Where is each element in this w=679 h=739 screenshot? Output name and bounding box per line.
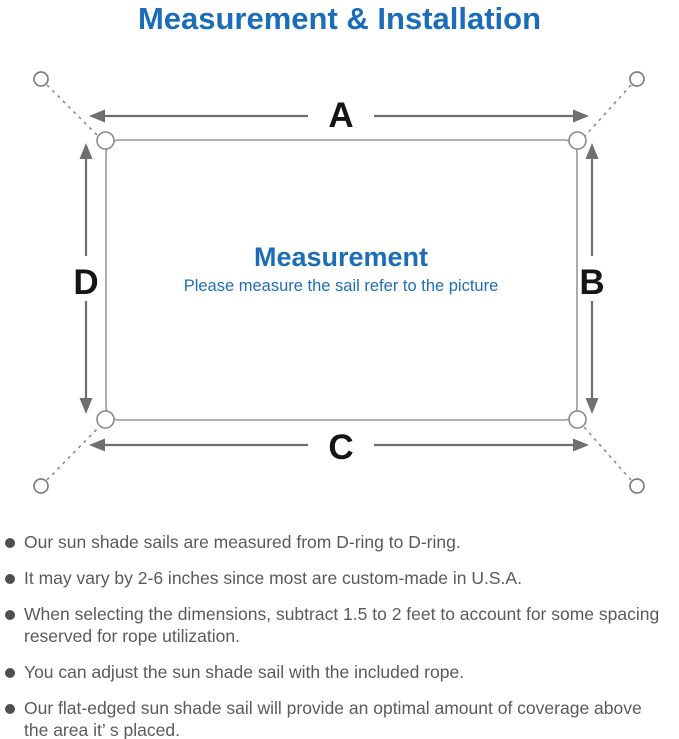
- d-ring-icon: [96, 410, 115, 429]
- d-ring-icon: [568, 410, 587, 429]
- d-ring-icon: [568, 131, 587, 150]
- diagram-center-title: Measurement: [254, 242, 428, 272]
- instruction-text: Our sun shade sails are measured from D-…: [24, 532, 461, 552]
- label-side-c: C: [328, 428, 353, 467]
- dimension-arrow-c: [89, 438, 589, 452]
- dimension-arrow-d: [79, 143, 93, 414]
- instruction-text: When selecting the dimensions, subtract …: [24, 604, 660, 646]
- page-title: Measurement & Installation: [137, 1, 542, 36]
- dimension-arrow-a: [89, 109, 589, 123]
- bullet-dot-icon: [5, 610, 15, 620]
- anchor-ring-icon: [33, 478, 49, 494]
- anchor-ring-icon: [629, 71, 645, 87]
- instruction-list: Our sun shade sails are measured from D-…: [5, 531, 669, 739]
- rope-top-left: [46, 84, 100, 138]
- instruction-text: It may vary by 2-6 inches since most are…: [24, 568, 522, 588]
- instruction-item: Our flat-edged sun shade sail will provi…: [5, 697, 669, 739]
- anchor-rope-lines: [46, 84, 632, 481]
- rope-bottom-right: [583, 426, 632, 481]
- anchor-ring-icon: [33, 71, 49, 87]
- sail-measurement-diagram: A B C D Measurement Please measure the s…: [33, 71, 645, 494]
- sail-outline: [105, 139, 578, 421]
- label-side-a: A: [328, 96, 353, 135]
- bullet-dot-icon: [5, 538, 15, 548]
- sail-d-rings: [96, 131, 587, 429]
- bullet-dot-icon: [5, 574, 15, 584]
- instruction-text: You can adjust the sun shade sail with t…: [24, 662, 465, 682]
- bullet-dot-icon: [5, 704, 15, 714]
- bullet-dot-icon: [5, 668, 15, 678]
- anchor-ring-icon: [629, 478, 645, 494]
- instruction-item: When selecting the dimensions, subtract …: [5, 603, 669, 647]
- label-side-d: D: [73, 263, 98, 302]
- instruction-item: It may vary by 2-6 inches since most are…: [5, 567, 669, 589]
- rope-bottom-left: [46, 426, 100, 481]
- anchor-rings: [33, 71, 645, 494]
- rope-top-right: [583, 84, 632, 138]
- instruction-text: Our flat-edged sun shade sail will provi…: [24, 698, 642, 739]
- label-side-b: B: [579, 263, 604, 302]
- instruction-item: You can adjust the sun shade sail with t…: [5, 661, 669, 683]
- instruction-item: Our sun shade sails are measured from D-…: [5, 531, 669, 553]
- diagram-center-subtitle: Please measure the sail refer to the pic…: [184, 277, 499, 295]
- d-ring-icon: [96, 131, 115, 150]
- dimension-arrow-b: [585, 143, 599, 414]
